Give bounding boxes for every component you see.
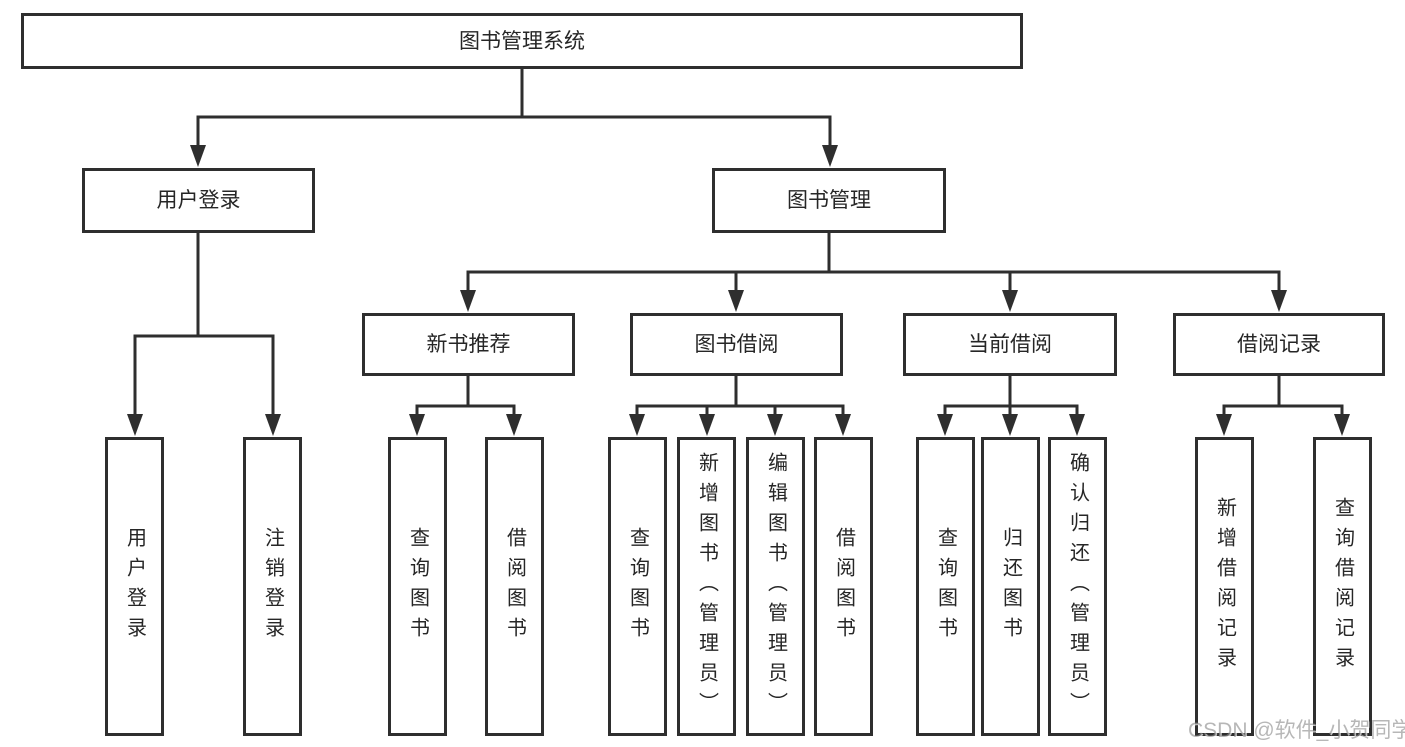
node-borrow-records: 借阅记录 xyxy=(1173,313,1385,376)
leaf-user-login: 用户登录 xyxy=(105,437,164,736)
leaf-borrow-books: 借阅图书 xyxy=(814,437,873,736)
leaf-query-books-borrow: 查询图书 xyxy=(608,437,667,736)
node-book-management: 图书管理 xyxy=(712,168,946,233)
node-book-borrow: 图书借阅 xyxy=(630,313,843,376)
leaf-logout: 注销登录 xyxy=(243,437,302,736)
node-current-borrow: 当前借阅 xyxy=(903,313,1117,376)
node-root: 图书管理系统 xyxy=(21,13,1023,69)
node-new-book-recommend: 新书推荐 xyxy=(362,313,575,376)
leaf-edit-book-admin: 编辑图书（管理员） xyxy=(746,437,805,736)
node-user-login: 用户登录 xyxy=(82,168,315,233)
leaf-query-books-recommend: 查询图书 xyxy=(388,437,447,736)
leaf-query-books-current: 查询图书 xyxy=(916,437,975,736)
watermark: CSDN @软件_小贺同学 xyxy=(1188,719,1405,742)
leaf-borrow-books-recommend: 借阅图书 xyxy=(485,437,544,736)
leaf-add-borrow-record: 新增借阅记录 xyxy=(1195,437,1254,736)
arrowheads xyxy=(127,145,1350,436)
leaf-add-book-admin: 新增图书（管理员） xyxy=(677,437,736,736)
leaf-query-borrow-record: 查询借阅记录 xyxy=(1313,437,1372,736)
leaf-confirm-return-admin: 确认归还（管理员） xyxy=(1048,437,1107,736)
leaf-return-book: 归还图书 xyxy=(981,437,1040,736)
